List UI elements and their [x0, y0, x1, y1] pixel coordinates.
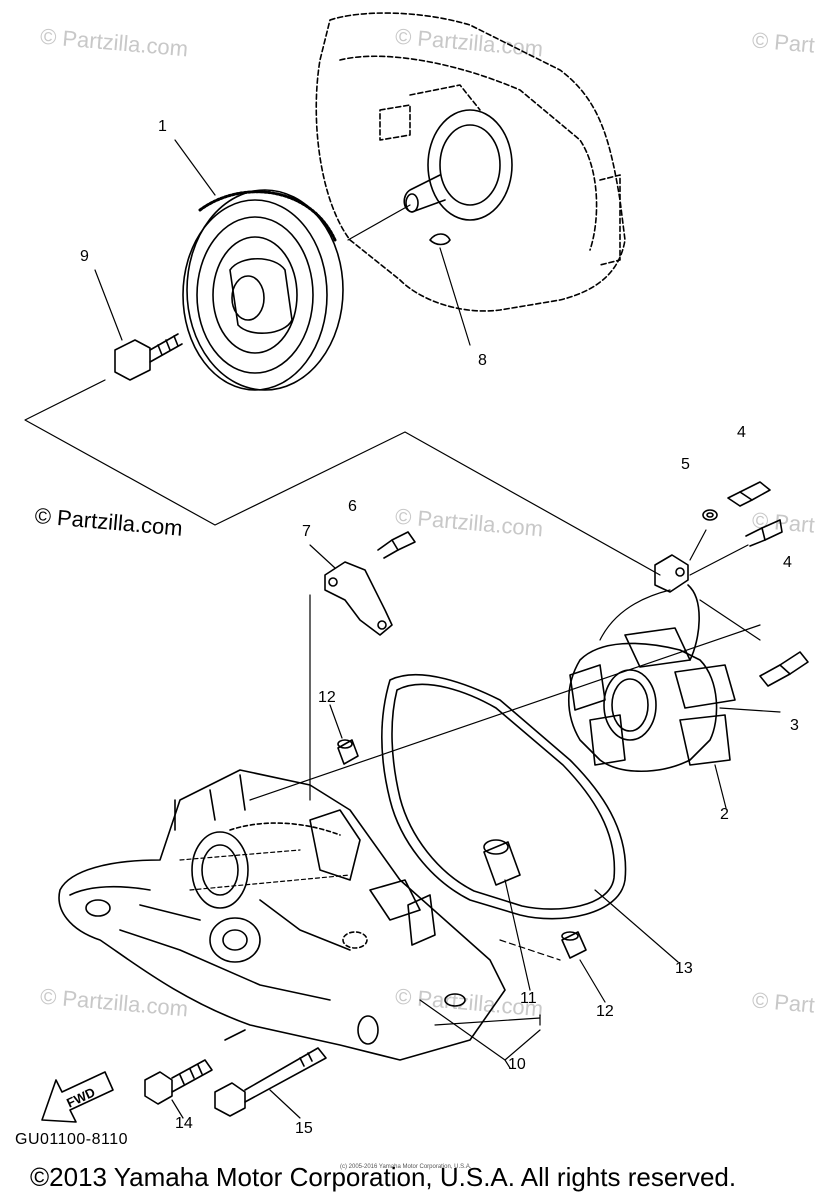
pickup-coil: [599, 529, 749, 661]
callout-11: 11: [520, 990, 537, 1007]
callout-5: 5: [681, 456, 690, 473]
callout-13: 13: [675, 960, 693, 977]
stator-bolt: [719, 651, 809, 713]
stator-assembly: [567, 627, 736, 773]
copyright-footer: ©2013 Yamaha Motor Corporation, U.S.A. A…: [30, 1162, 737, 1192]
callout-7: 7: [302, 523, 311, 540]
tiny-copyright: (c) 2005-2016 Yamaha Motor Corporation, …: [340, 1164, 472, 1170]
callout-9: 9: [80, 248, 89, 265]
pickup-bracket: [309, 544, 393, 636]
callout-1: 1: [158, 118, 167, 135]
callout-14: 14: [175, 1115, 193, 1132]
dowel-pin-upper: [329, 704, 359, 765]
screw-lower: [745, 519, 783, 547]
crankcase-cover: [58, 769, 506, 1061]
callout-8: 8: [478, 352, 487, 369]
cover-bolt-long: [214, 1047, 327, 1119]
callout-15: 15: [295, 1120, 313, 1137]
woodruff-key: [429, 233, 471, 346]
flywheel-bolt: [94, 269, 183, 381]
dowel-pin-lower: [561, 931, 606, 1003]
callout-4-lower: 4: [783, 554, 792, 571]
callout-4-upper: 4: [737, 424, 746, 441]
callout-10: 10: [508, 1056, 526, 1073]
collar: [483, 839, 531, 991]
callout-6: 6: [348, 498, 357, 515]
callout-12-upper: 12: [318, 689, 336, 706]
callout-3: 3: [790, 717, 799, 734]
engine-crankcase: [315, 12, 626, 312]
flywheel-rotor: [174, 139, 344, 391]
bracket-screw: [377, 531, 416, 559]
callout-2: 2: [720, 806, 729, 823]
screw-upper: [727, 481, 771, 507]
fwd-arrow-icon: [41, 1071, 114, 1123]
callout-12-lower: 12: [596, 1003, 614, 1020]
cover-bolt-short: [144, 1059, 213, 1119]
crankshaft-flange: [347, 109, 513, 241]
diagram-code: GU01100-8110: [15, 1131, 129, 1148]
cover-gasket: [380, 673, 679, 963]
washer: [702, 509, 718, 521]
